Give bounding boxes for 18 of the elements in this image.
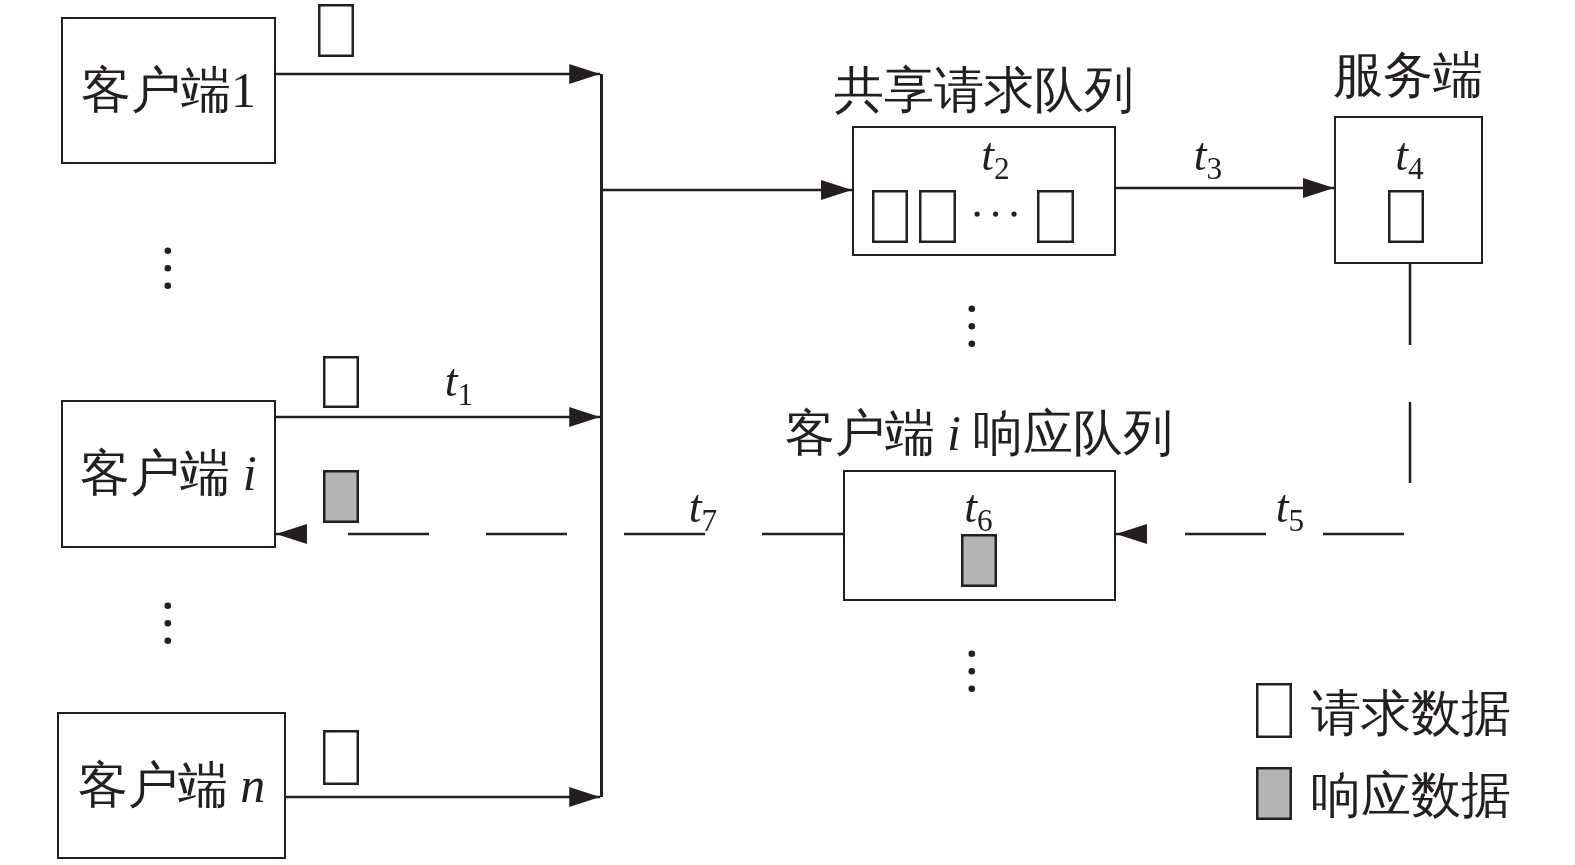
time-label: t$_{4}$: [1395, 131, 1424, 178]
arrow: [1116, 178, 1334, 198]
bus-line: [600, 74, 603, 797]
arrow: [286, 787, 601, 807]
client-box: 客户端1: [61, 17, 276, 164]
legend-label: 响应数据: [1311, 770, 1511, 820]
queue-title: 共享请求队列: [833, 64, 1134, 115]
client-box: 客户端 n: [57, 712, 286, 859]
time-label: t$_{2}$: [981, 131, 1010, 178]
arrow: [276, 64, 601, 84]
server-title: 服务端: [1333, 49, 1483, 100]
queue-title: 客户端 i 响应队列: [784, 407, 1174, 458]
dashed-arrow: [276, 524, 843, 544]
client-box: 客户端 i: [61, 400, 276, 548]
time-label: t$_{6}$: [964, 483, 993, 530]
arrow: [602, 180, 852, 200]
legend-label: 请求数据: [1311, 688, 1511, 738]
arrow: [276, 407, 601, 427]
